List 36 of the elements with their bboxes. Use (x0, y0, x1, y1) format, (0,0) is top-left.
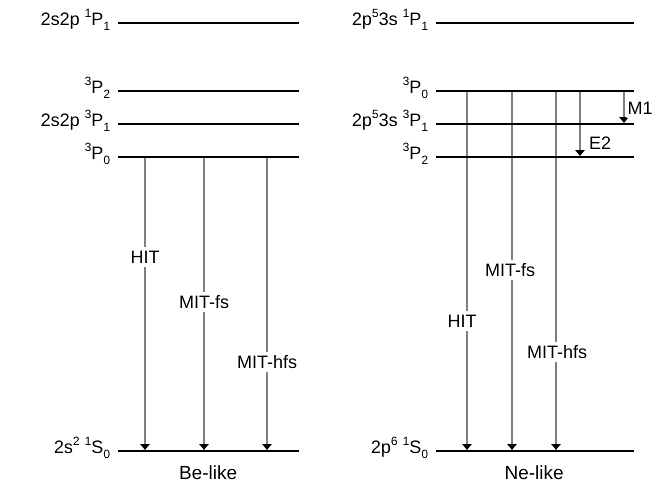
series-label: Ne-like (504, 463, 564, 485)
level-label: 2p$^{5}$3s $^{3}$P$_{1}$ (352, 110, 428, 132)
transition-arrow (619, 92, 629, 124)
level-label: $^{3}$P$_{0}$ (402, 77, 428, 99)
level-label: 2s$^{2}$ $^{1}$S$_{0}$ (54, 437, 110, 459)
level-label: 2s2p $^{3}$P$_{1}$ (40, 110, 110, 132)
edge-label: MIT-hfs (526, 342, 588, 362)
energy-level-line (118, 90, 299, 92)
transition-arrow (575, 92, 585, 156)
level-label: 2s2p $^{1}$P$_{1}$ (40, 9, 110, 31)
transition-arrow (507, 92, 517, 450)
transition-arrow (262, 158, 272, 450)
edge-label: MIT-fs (178, 292, 230, 312)
level-label: $^{3}$P$_{2}$ (402, 143, 428, 165)
series-label: Be-like (178, 463, 238, 485)
edge-label: HIT (130, 247, 160, 267)
transition-arrow (551, 92, 561, 450)
edge-label: MIT-fs (484, 260, 536, 280)
energy-level-line (118, 156, 299, 158)
energy-level-line (436, 156, 634, 158)
energy-level-line (118, 22, 299, 24)
energy-level-line (436, 22, 634, 24)
edge-label: HIT (446, 311, 478, 331)
transition-arrow (462, 92, 472, 450)
energy-level-line (436, 90, 634, 92)
transition-arrow (199, 158, 209, 450)
energy-level-line (118, 123, 299, 125)
level-label: $^{3}$P$_{0}$ (84, 143, 110, 165)
level-label: 2p$^{6}$ $^{1}$S$_{0}$ (370, 437, 428, 459)
energy-level-line (118, 450, 299, 452)
energy-level-line (436, 123, 634, 125)
level-label: 2p$^{5}$3s $^{1}$P$_{1}$ (352, 9, 428, 31)
transition-arrow (140, 158, 150, 450)
level-label: $^{3}$P$_{2}$ (84, 77, 110, 99)
edge-label: MIT-hfs (236, 352, 298, 372)
energy-level-line (436, 450, 634, 452)
